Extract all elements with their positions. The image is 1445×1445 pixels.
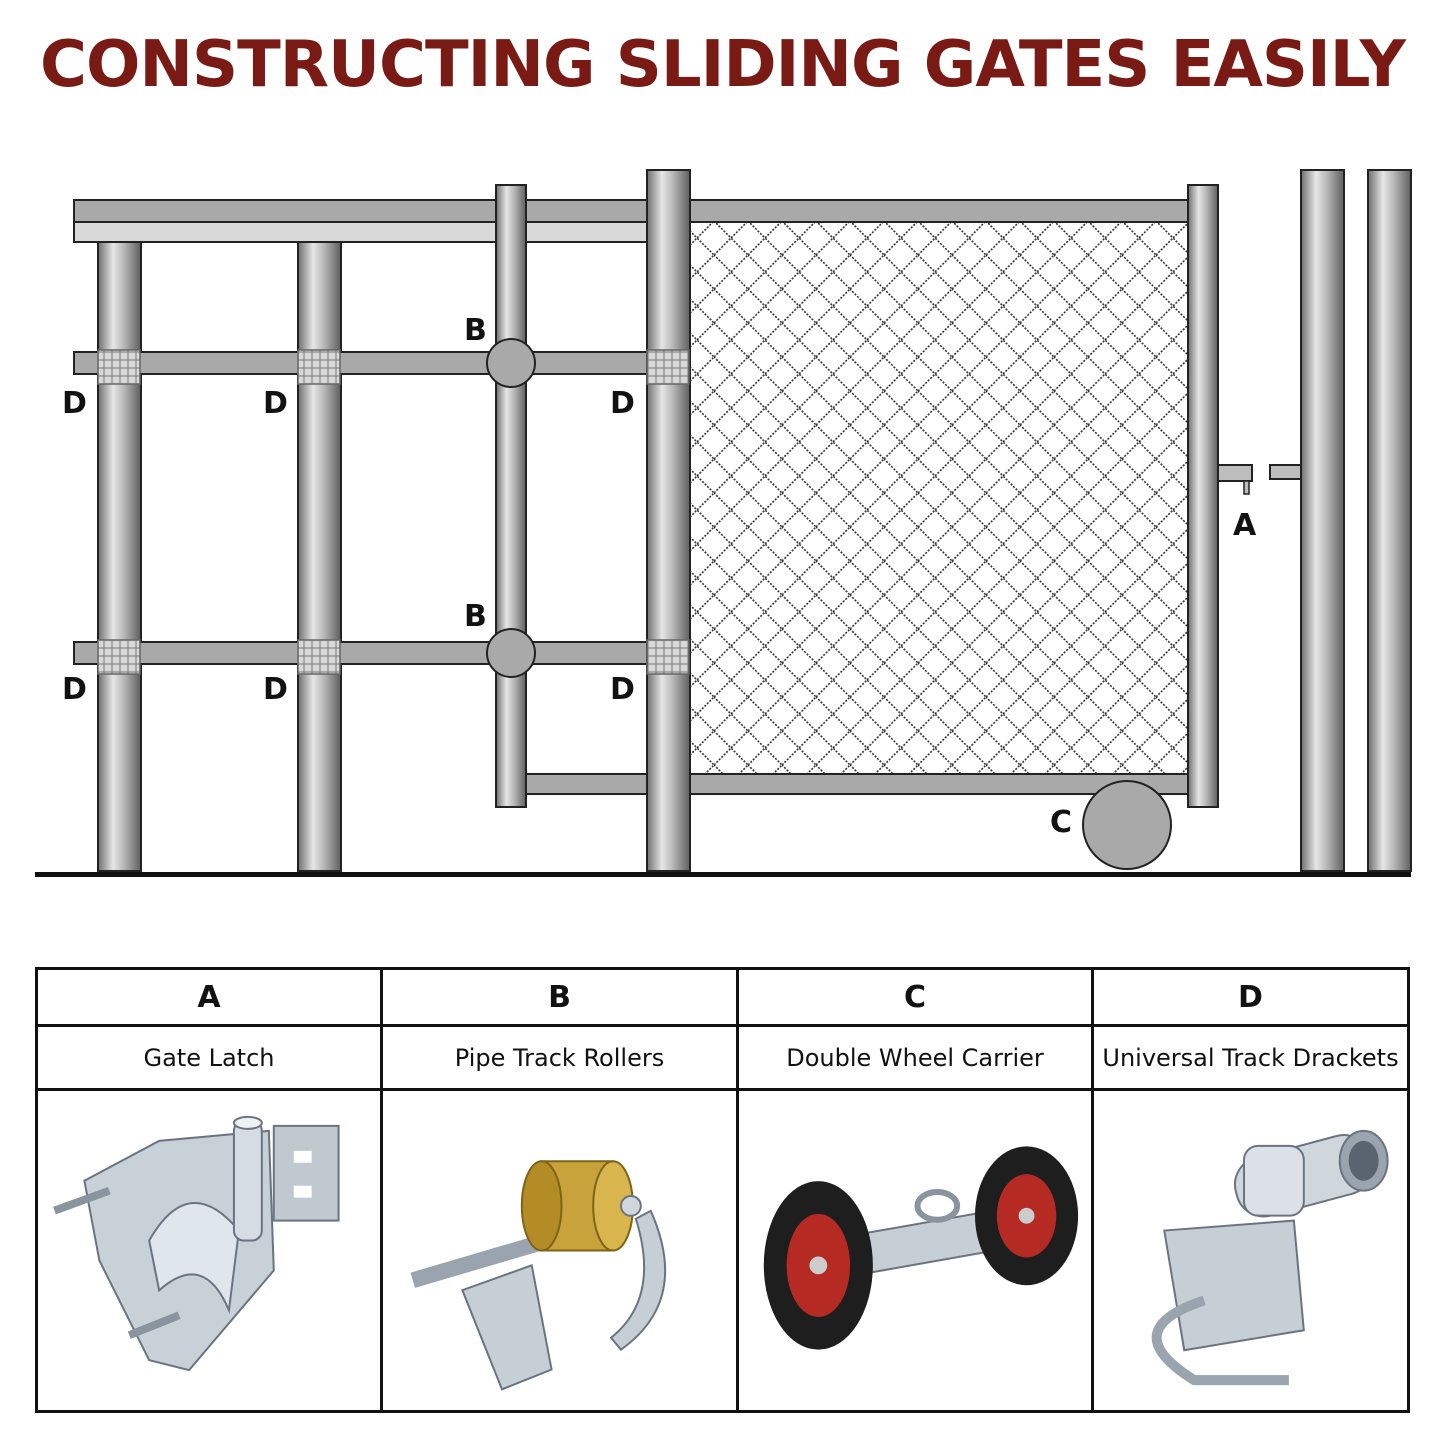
- part-letter: A: [38, 970, 380, 1027]
- part-letter: D: [1094, 970, 1407, 1027]
- latch-bar: [1217, 464, 1253, 482]
- gate-latch-photo: [38, 1091, 380, 1410]
- page-title: CONSTRUCTING SLIDING GATES EASILY: [40, 28, 1406, 102]
- top-rail: [73, 199, 1191, 223]
- universal-track-bracket-photo: [1094, 1091, 1407, 1410]
- pipe-roller: [486, 338, 536, 388]
- parts-table: A Gate Latch B Pipe Track Rollers: [35, 967, 1410, 1413]
- pipe-roller: [486, 628, 536, 678]
- track-bracket: [97, 349, 141, 385]
- part-column-d: D Universal Track Drackets: [1094, 970, 1407, 1410]
- label-d: D: [62, 672, 87, 707]
- fence-post: [297, 237, 342, 872]
- label-d: D: [263, 386, 288, 421]
- part-column-c: C Double Wheel Carrier: [739, 970, 1094, 1410]
- part-name: Double Wheel Carrier: [739, 1027, 1091, 1091]
- track-bracket: [646, 349, 690, 385]
- part-column-a: A Gate Latch: [38, 970, 383, 1410]
- track-bracket: [297, 639, 341, 675]
- part-name: Gate Latch: [38, 1027, 380, 1091]
- lower-top-rail: [73, 221, 650, 243]
- label-d: D: [610, 386, 635, 421]
- latch-receiver: [1269, 464, 1302, 480]
- double-wheel-carrier-photo: [739, 1091, 1091, 1410]
- track-rail-upper: [73, 351, 687, 375]
- sliding-gate-diagram: B B A C D D D D D D: [35, 169, 1412, 877]
- fence-post: [97, 237, 142, 872]
- track-bracket: [646, 639, 690, 675]
- gate-bottom-rail: [525, 773, 1191, 795]
- label-a: A: [1233, 508, 1257, 543]
- part-column-b: B Pipe Track Rollers: [383, 970, 739, 1410]
- part-name: Universal Track Drackets: [1094, 1027, 1407, 1091]
- right-post: [1367, 169, 1412, 872]
- gate-end-post: [1187, 184, 1219, 808]
- label-b-lower: B: [464, 599, 487, 634]
- latch-pin: [1243, 480, 1250, 495]
- pipe-track-roller-photo: [383, 1091, 736, 1410]
- label-d: D: [263, 672, 288, 707]
- ground-line: [35, 872, 1411, 877]
- main-post: [646, 169, 691, 872]
- track-bracket: [297, 349, 341, 385]
- label-c: C: [1050, 805, 1072, 840]
- label-b-upper: B: [464, 313, 487, 348]
- label-d: D: [62, 386, 87, 421]
- part-name: Pipe Track Rollers: [383, 1027, 736, 1091]
- roller-post: [495, 184, 527, 808]
- part-letter: C: [739, 970, 1091, 1027]
- right-post: [1300, 169, 1345, 872]
- track-rail-lower: [73, 641, 687, 665]
- chain-link-mesh: [689, 221, 1191, 775]
- track-bracket: [97, 639, 141, 675]
- gate-wheel: [1082, 780, 1172, 870]
- part-letter: B: [383, 970, 736, 1027]
- label-d: D: [610, 672, 635, 707]
